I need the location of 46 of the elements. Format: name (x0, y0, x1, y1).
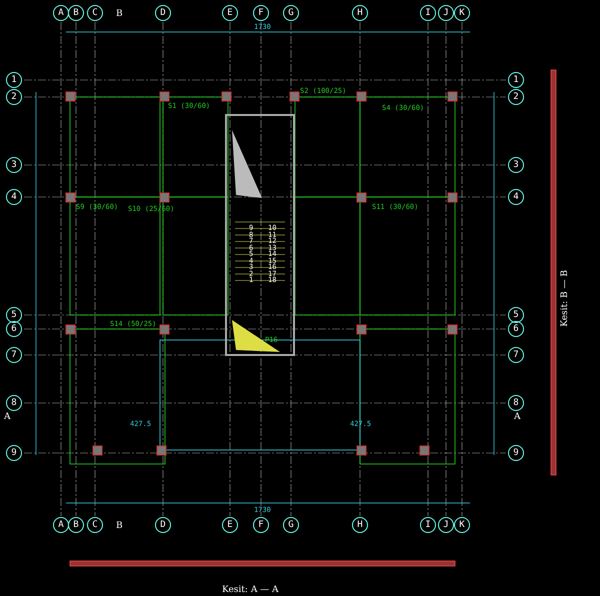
grid-bubble: F (253, 5, 269, 21)
section-mark: A (514, 412, 520, 422)
grid-bubble: C (87, 517, 103, 533)
grid-bubble: E (222, 517, 238, 533)
grid-bubble: I (420, 517, 436, 533)
grid-bubble: 8 (508, 395, 524, 411)
grid-bubble: J (438, 5, 454, 21)
grid-bubble: B (68, 5, 84, 21)
grid-bubble: I (420, 5, 436, 21)
grid-bubble: 1 (508, 72, 524, 88)
grid-bubble: 1 (6, 72, 22, 88)
grid-bubble: 6 (508, 321, 524, 337)
section-mark: B (116, 521, 123, 531)
grid-bubble: 5 (6, 307, 22, 323)
grid-bubble: 8 (6, 395, 22, 411)
grid-bubble: E (222, 5, 238, 21)
grid-bubble: K (454, 517, 470, 533)
grid-bubble: 6 (6, 321, 22, 337)
grid-bubble: B (68, 517, 84, 533)
grid-bubble: 4 (508, 189, 524, 205)
grid-bubble: 9 (508, 445, 524, 461)
grid-bubble: A (53, 517, 69, 533)
grid-bubble: 7 (508, 347, 524, 363)
grid-bubble: G (283, 5, 299, 21)
grid-bubble: D (155, 5, 171, 21)
grid-bubble: H (352, 5, 368, 21)
grid-bubble: D (155, 517, 171, 533)
grid-bubble: G (283, 517, 299, 533)
grid-bubble: 5 (508, 307, 524, 323)
grid-bubble: K (454, 5, 470, 21)
section-mark: A (4, 412, 10, 422)
grid-bubble: 4 (6, 189, 22, 205)
grid-bubble: C (87, 5, 103, 21)
grid-bubble: H (352, 517, 368, 533)
grid-bubble: A (53, 5, 69, 21)
section-title: Kesit: A — A (222, 585, 279, 595)
section-title: Kesit: B — B (560, 270, 570, 327)
grid-bubble: 3 (508, 157, 524, 173)
grid-bubble: F (253, 517, 269, 533)
section-mark: B (116, 9, 123, 19)
grid-bubble: 2 (508, 89, 524, 105)
grid-bubble: J (438, 517, 454, 533)
grid-bubble: 2 (6, 89, 22, 105)
grid-bubble: 3 (6, 157, 22, 173)
grid-bubble: 9 (6, 445, 22, 461)
grid-bubble: 7 (6, 347, 22, 363)
